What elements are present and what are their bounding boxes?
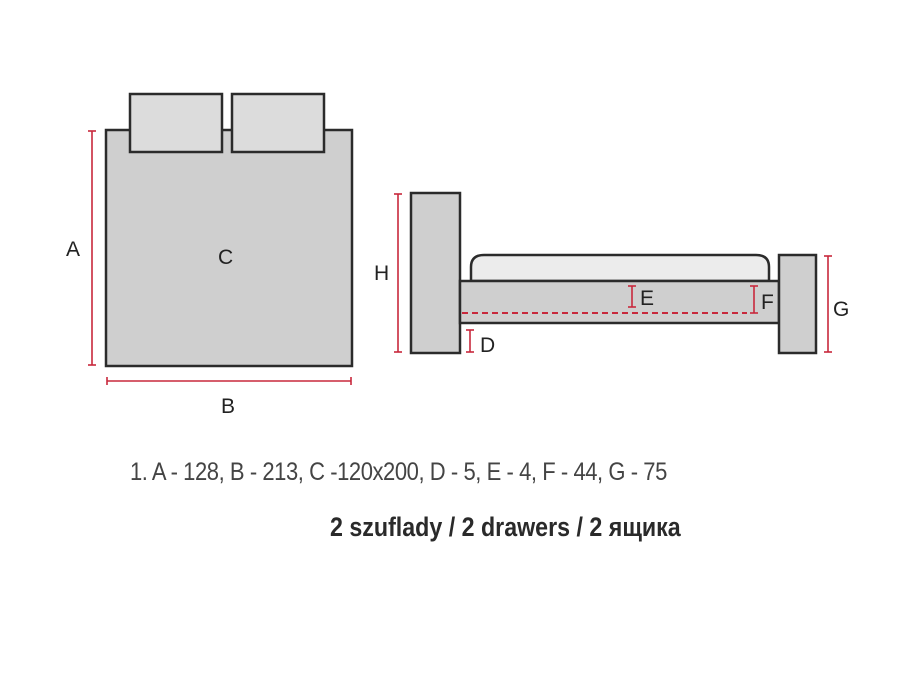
side-view: H D E F G (374, 191, 849, 357)
label-d: D (480, 334, 495, 357)
pillow-left (128, 92, 224, 154)
label-h: H (374, 262, 389, 285)
dimension-a-line (88, 130, 96, 366)
dimension-e-line (628, 285, 636, 308)
headboard (409, 191, 462, 355)
pillow-right (230, 92, 326, 154)
label-c: C (218, 246, 233, 269)
label-a: A (66, 238, 80, 261)
footboard (777, 253, 818, 355)
bed-base-side (458, 279, 781, 325)
label-f: F (761, 291, 774, 314)
label-e: E (640, 287, 654, 310)
dimension-g-line (824, 255, 832, 353)
dimension-b-line (106, 377, 352, 385)
top-view: A B C (66, 92, 354, 418)
label-g: G (833, 298, 849, 321)
mattress (469, 253, 771, 283)
label-b: B (221, 395, 235, 418)
dimension-f-line (750, 285, 758, 314)
dimensions-text: 1. A - 128, B - 213, C -120x200, D - 5, … (130, 458, 667, 486)
bed-frame-top (104, 128, 354, 368)
drawers-text: 2 szuflady / 2 drawers / 2 ящика (330, 512, 681, 542)
dimension-d-line (466, 329, 474, 353)
dimension-h-line (394, 193, 402, 353)
